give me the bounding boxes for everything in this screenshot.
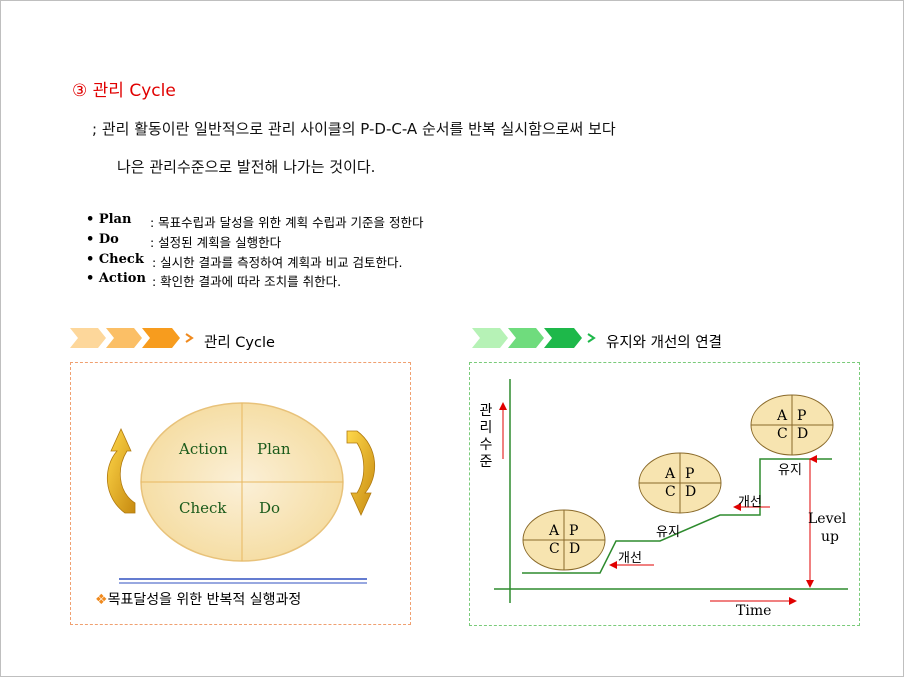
quadrant-do: Do (259, 499, 281, 517)
pdca-cycle-diagram (106, 402, 376, 584)
quadrant-plan: Plan (257, 440, 291, 458)
improve-label-2: 개선 (738, 495, 762, 510)
improvement-panel: 관리수준 A P C D A P C D A P C D 개선 개선 유지 유지… (469, 362, 860, 626)
arrow-small-icon (185, 333, 194, 343)
orange-chevron-banner (70, 328, 194, 348)
chevron-1 (70, 328, 106, 348)
right-panel-heading: 유지와 개선의 연결 (606, 335, 722, 351)
circle1-d: D (569, 541, 581, 557)
section-title: ③ 관리 Cycle (72, 81, 176, 101)
chevron-2 (508, 328, 544, 348)
bullet-plan-term: • Plan (86, 212, 132, 227)
quadrant-action: Action (179, 440, 228, 458)
circle1-c: C (549, 541, 560, 557)
circle2-p: P (685, 466, 695, 482)
maintain-label-2: 유지 (778, 463, 802, 478)
bullet-plan-desc: : 목표수립과 달성을 위한 계획 수립과 기준을 정한다 (150, 215, 424, 230)
improve-label-1: 개선 (618, 551, 642, 566)
circle3-c: C (777, 426, 788, 442)
cycle-caption-text: 목표달성을 위한 반복적 실행과정 (107, 592, 302, 608)
cycle-caption: ❖목표달성을 위한 반복적 실행과정 (95, 589, 301, 609)
pdca-circle-1 (522, 509, 606, 571)
circle1-a: A (549, 523, 560, 539)
cycle-arrow-up-icon (106, 428, 136, 514)
circle2-a: A (665, 466, 676, 482)
green-chevron-banner (472, 328, 596, 348)
level-label: Level (808, 511, 847, 527)
quadrant-check: Check (179, 499, 227, 517)
circle3-d: D (797, 426, 809, 442)
improvement-staircase-diagram (494, 379, 848, 605)
bullet-check-term: • Check (86, 252, 144, 267)
chevron-1 (472, 328, 508, 348)
intro-line-1: ; 관리 활동이란 일반적으로 관리 사이클의 P-D-C-A 순서를 반복 실… (92, 120, 616, 138)
bullet-action-desc: : 확인한 결과에 따라 조치를 취한다. (152, 274, 342, 289)
circle3-p: P (797, 408, 807, 424)
circle2-d: D (685, 484, 697, 500)
circle1-p: P (569, 523, 579, 539)
bullet-do-term: • Do (86, 232, 119, 247)
bullet-check-desc: : 실시한 결과를 측정하여 계획과 비교 검토한다. (152, 255, 403, 270)
pdca-circle-2 (638, 452, 722, 514)
y-axis-label: 관리수준 (479, 403, 493, 470)
diamond-bullet-icon: ❖ (95, 592, 108, 608)
pdca-cycle-panel: Action Plan Check Do ❖목표달성을 위한 반복적 실행과정 (70, 362, 411, 625)
arrow-small-icon (587, 333, 596, 343)
chevron-3 (544, 328, 582, 348)
maintain-label-1: 유지 (656, 525, 680, 540)
staircase-line (522, 458, 832, 574)
left-panel-heading: 관리 Cycle (204, 335, 275, 351)
chevron-3 (142, 328, 180, 348)
chevron-2 (106, 328, 142, 348)
pdca-circle-3 (750, 394, 834, 456)
circle3-a: A (777, 408, 788, 424)
cycle-arrow-down-icon (346, 430, 376, 516)
circle2-c: C (665, 484, 676, 500)
intro-line-2: 나은 관리수준으로 발전해 나가는 것이다. (117, 158, 376, 176)
bullet-do-desc: : 설정된 계획을 실행한다 (150, 235, 282, 250)
time-label: Time (736, 603, 772, 619)
bullet-action-term: • Action (86, 271, 146, 286)
up-label: up (821, 529, 839, 545)
